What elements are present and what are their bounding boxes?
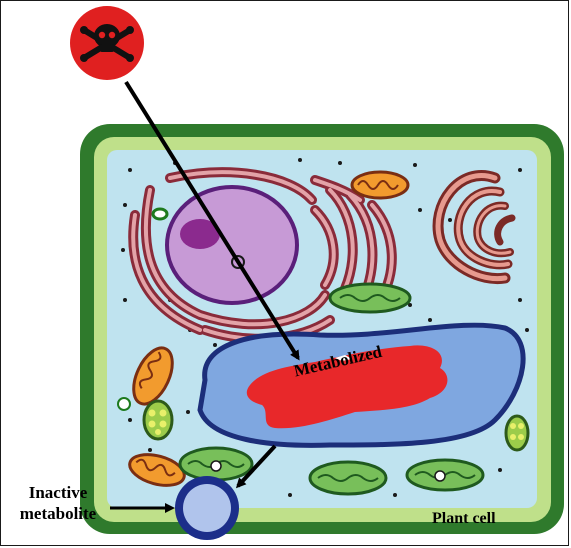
chloroplast-bottom-middle [310, 462, 386, 494]
small-vesicle [118, 398, 130, 410]
vesicle [153, 209, 167, 219]
granule-right [506, 416, 528, 450]
inactive-label-line2: metabolite [4, 503, 112, 524]
mitochondrion-top [352, 172, 408, 198]
chloroplast-bottom-left [180, 448, 252, 480]
granule-left [144, 401, 172, 439]
inactive-metabolite-core [183, 484, 231, 532]
inactive-label-line1: Inactive [4, 482, 112, 503]
plant-cell-label: Plant cell [432, 510, 496, 528]
skull-crossbones-icon [70, 6, 144, 80]
chloroplast-top [330, 284, 410, 312]
inactive-metabolite-label: Inactive metabolite [4, 482, 112, 524]
chloroplast-bottom-right [407, 460, 483, 490]
